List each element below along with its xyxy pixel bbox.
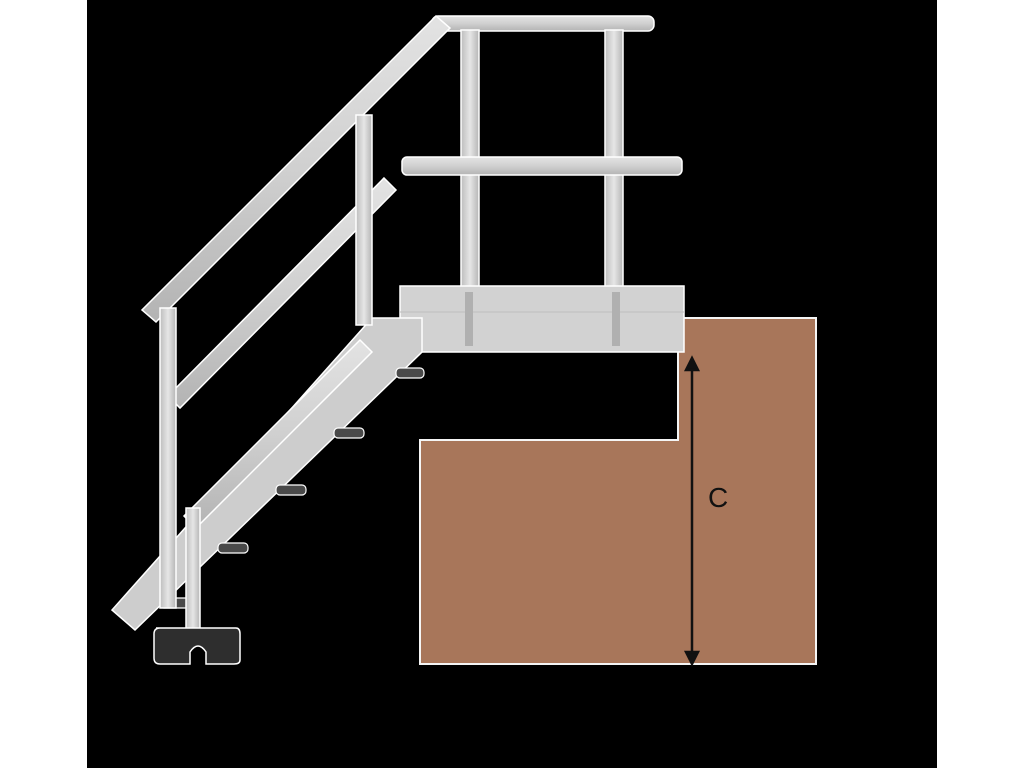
- support-post: [185, 507, 201, 631]
- stair-stringer: [110, 317, 423, 632]
- handrail: [140, 14, 452, 609]
- base-foot: [153, 627, 241, 665]
- dimension-label-c: C: [708, 482, 729, 513]
- platform-guardrail: [401, 15, 683, 293]
- dimension-c: [683, 355, 701, 667]
- stepped-block: [419, 317, 817, 665]
- platform: [399, 285, 685, 353]
